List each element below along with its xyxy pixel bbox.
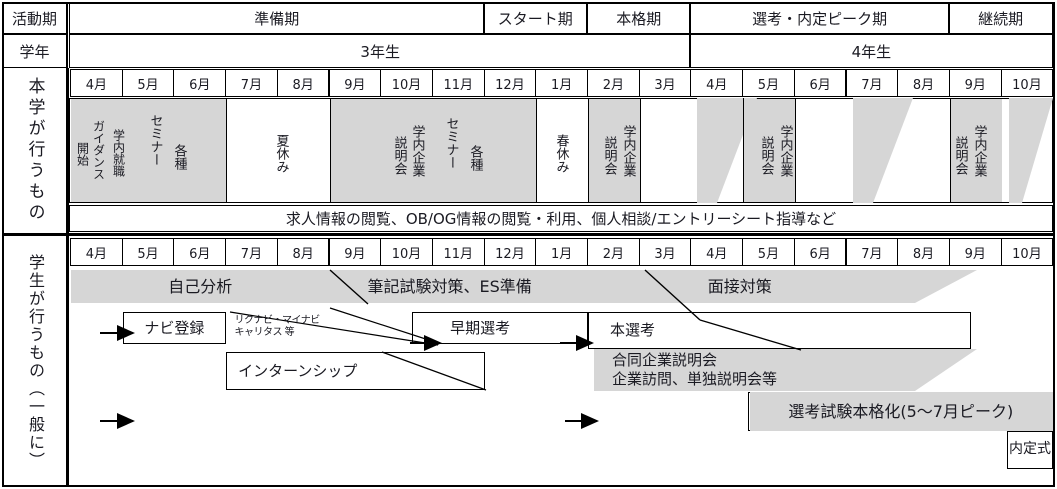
university-block-separator	[743, 98, 745, 203]
month-cell: 2月	[587, 238, 640, 266]
university-block-separator	[949, 98, 951, 203]
university-block-seminar-2: セミナー	[443, 117, 459, 169]
month-cell: 7月	[225, 69, 278, 97]
phase-cell: 継続期	[947, 2, 1054, 34]
month-cell: 6月	[173, 238, 227, 266]
month-cell: 10月	[380, 238, 433, 266]
student-bar-joint-corporate-briefing: 合同企業説明会 企業訪問、単独説明会等	[612, 351, 778, 388]
month-cell: 6月	[793, 238, 847, 266]
university-block-various-1: 各種	[171, 144, 187, 170]
month-cell: 4月	[70, 69, 123, 97]
student-bar-box-offer-ceremony	[1006, 431, 1054, 469]
university-block-separator	[536, 98, 538, 203]
university-block-info-session-3: 説明会	[758, 135, 774, 175]
student-bar-early-selection: 早期選考	[450, 318, 511, 337]
month-cell: 3月	[638, 69, 692, 97]
university-block-campus-corp-2: 学内企業	[620, 125, 636, 177]
university-block-various-2: 各種	[467, 145, 483, 171]
month-cell: 7月	[225, 238, 278, 266]
university-block-campus-corp-4: 学内企業	[971, 125, 987, 177]
university-block-campus-corp-1: 学内企業	[409, 125, 425, 177]
university-block-separator	[639, 98, 641, 203]
student-bar-main-selection: 本選考	[610, 321, 656, 340]
month-cell: 9月	[948, 69, 1002, 97]
university-footer-band: 求人情報の閲覧、OB/OG情報の閲覧・利用、個人相談/エントリーシート指導など	[69, 205, 1053, 232]
student-bar-nav-registration: ナビ登録	[144, 318, 205, 337]
month-cell: 10月	[1000, 69, 1054, 97]
month-cell: 5月	[742, 238, 795, 266]
row-label-activity-period: 活動期	[2, 2, 67, 34]
student-bar-self-analysis: 自己分析	[168, 276, 233, 296]
month-cell: 1月	[535, 69, 588, 97]
student-bar-offer-ceremony: 内定式	[1009, 441, 1052, 458]
grade-cell: 3年生	[69, 34, 692, 68]
side-label-column-divider-top	[66, 2, 68, 68]
month-cell: 10月	[380, 69, 433, 97]
university-block-campus-corp-3: 学内企業	[777, 125, 793, 177]
month-cell: 8月	[276, 69, 330, 97]
university-shade-span	[71, 98, 227, 203]
side-label-university: 本学が行うもの	[24, 77, 45, 224]
grade-cell: 4年生	[689, 34, 1054, 68]
month-cell: 5月	[121, 69, 175, 97]
university-block-separator	[588, 98, 589, 203]
university-block-summer-break: 夏休み	[273, 133, 289, 173]
university-block-seminar-1: セミナー	[147, 114, 163, 166]
month-cell: 5月	[742, 69, 795, 97]
phase-cell: 選考・内定ピーク期	[689, 2, 950, 34]
university-shade-span	[588, 98, 640, 203]
month-cell: 9月	[948, 238, 1002, 266]
university-block-spring-break: 春休み	[553, 133, 569, 173]
month-cell: 2月	[587, 69, 640, 97]
month-cell: 7月	[845, 238, 899, 266]
row-label-school-year: 学年	[2, 34, 67, 68]
month-cell: 12月	[483, 69, 537, 97]
month-cell: 4月	[690, 69, 744, 97]
month-cell: 1月	[535, 238, 588, 266]
month-cell: 4月	[690, 238, 744, 266]
university-block-campus-job: 学内就職	[111, 129, 126, 177]
month-cell: 12月	[483, 238, 537, 266]
side-label-column-divider	[66, 68, 69, 487]
student-bar-written-test-es-prep: 筆記試験対策、ES準備	[367, 276, 532, 296]
university-block-separator	[226, 98, 228, 203]
student-bar-nav-services-note: リクナビ・マイナビ キャリタス 等	[234, 314, 320, 339]
university-block-guidance: 開始	[75, 142, 90, 166]
month-cell: 11月	[431, 238, 485, 266]
month-cell: 8月	[897, 238, 950, 266]
month-cell: 7月	[845, 69, 899, 97]
student-bar-interview-prep: 面接対策	[707, 276, 772, 296]
university-block-info-session-4: 説明会	[952, 135, 968, 175]
university-block-separator	[794, 98, 796, 203]
university-shade-span	[949, 98, 1002, 203]
month-cell: 8月	[276, 238, 330, 266]
section-divider	[2, 233, 1055, 236]
university-block-guidance2: ガイダンス	[91, 120, 106, 180]
university-block-info-session-1: 説明会	[391, 135, 407, 175]
month-cell: 5月	[121, 238, 175, 266]
month-cell: 11月	[431, 69, 485, 97]
month-cell: 6月	[793, 69, 847, 97]
side-label-student: 学生が行うもの（一般に）	[26, 253, 45, 470]
phase-cell: 本格期	[586, 2, 692, 34]
student-bar-selection-exam-peak: 選考試験本格化(5〜7月ピーク)	[788, 401, 1014, 421]
phase-cell: スタート期	[482, 2, 588, 34]
university-block-separator	[329, 98, 331, 203]
month-cell: 6月	[173, 69, 227, 97]
month-cell: 9月	[328, 69, 382, 97]
month-cell: 9月	[328, 238, 382, 266]
student-bar-internship: インターンシップ	[238, 361, 358, 380]
phase-cell: 準備期	[69, 2, 485, 34]
month-cell: 3月	[638, 238, 692, 266]
university-shade-span	[329, 98, 537, 203]
university-block-info-session-2: 説明会	[601, 135, 617, 175]
month-cell: 4月	[70, 238, 123, 266]
month-cell: 10月	[1000, 238, 1054, 266]
month-cell: 8月	[897, 69, 950, 97]
